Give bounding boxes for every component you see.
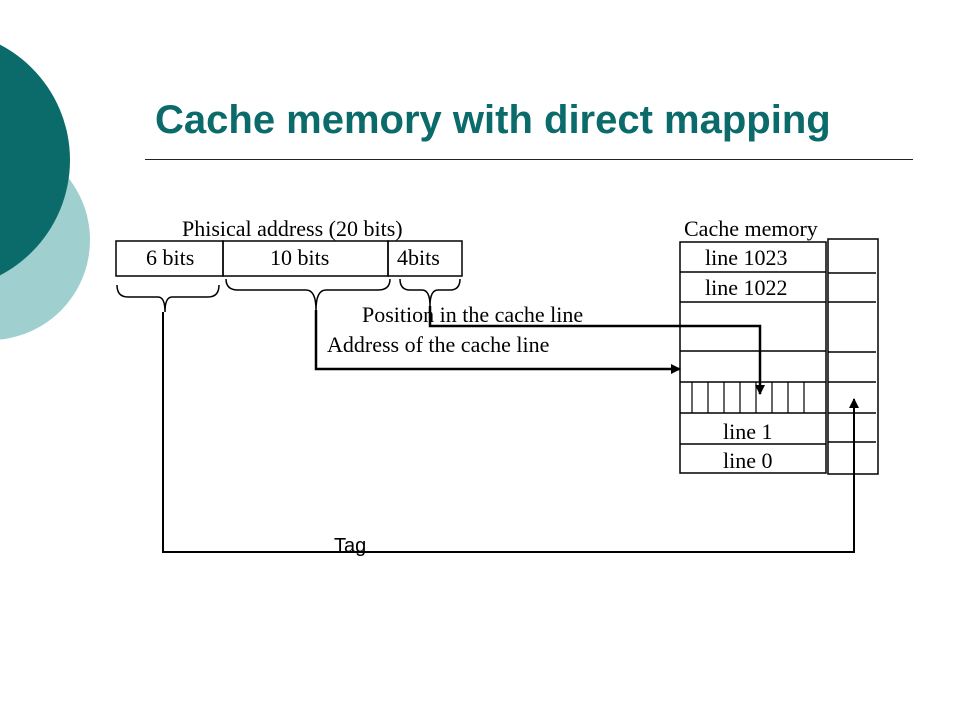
title-divider	[145, 159, 913, 160]
dark-circle	[0, 44, 70, 276]
cache-caption: Cache memory	[684, 216, 818, 241]
address-caption: Phisical address (20 bits)	[182, 216, 403, 241]
cache-line-0-label: line 0	[723, 448, 773, 473]
cache-line-1023-label: line 1023	[705, 245, 788, 270]
cache-line-1-label: line 1	[723, 419, 773, 444]
tag-label: Tag	[334, 535, 366, 557]
connectors	[162, 306, 859, 553]
cache-data-block	[679, 241, 827, 474]
line-address-arrow	[314, 310, 681, 374]
word-ticks	[691, 382, 805, 413]
line-field-label: 10 bits	[270, 245, 329, 270]
offset-field-box	[387, 240, 463, 277]
tag-path-arrow	[162, 312, 859, 553]
position-arrow	[428, 306, 765, 395]
address-register	[115, 240, 463, 277]
slide-title: Cache memory with direct mapping	[155, 98, 831, 142]
position-label: Position in the cache line	[362, 302, 583, 327]
cache-outline	[679, 241, 827, 474]
cache-line-1022-label: line 1022	[705, 275, 788, 300]
tag-brace	[116, 284, 220, 313]
decorative-circles	[0, 44, 90, 340]
offset-field-label: 4bits	[397, 245, 440, 270]
line-address-label: Address of the cache line	[327, 332, 549, 357]
tag-field-label: 6 bits	[146, 245, 194, 270]
